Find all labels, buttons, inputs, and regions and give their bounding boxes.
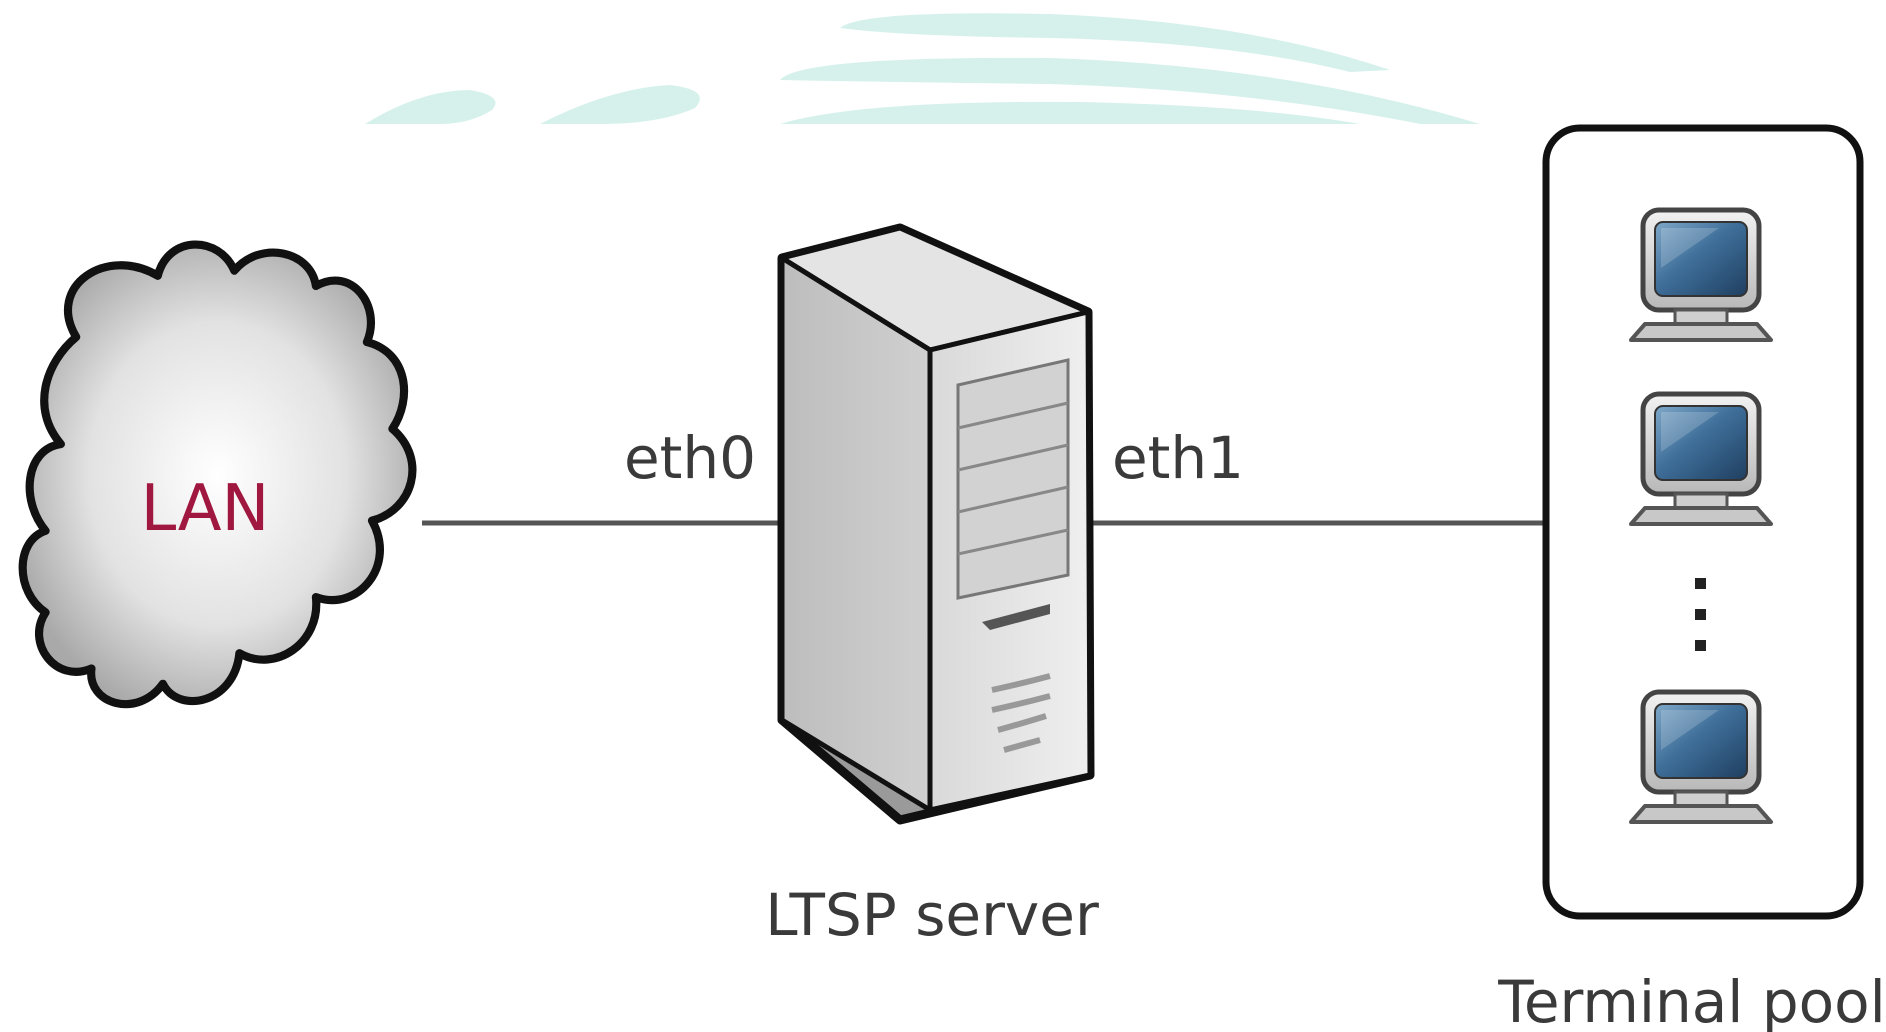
lan-label: LAN bbox=[141, 472, 270, 546]
eth1-label: eth1 bbox=[1112, 424, 1244, 492]
server-label: LTSP server bbox=[765, 881, 1099, 949]
server-tower-icon bbox=[777, 223, 1095, 825]
terminal-pool-label: Terminal pool bbox=[1497, 968, 1885, 1032]
ellipsis-dots bbox=[1695, 578, 1706, 651]
eth0-label: eth0 bbox=[624, 424, 756, 492]
cloud-icon bbox=[18, 240, 417, 709]
decorative-swooshes bbox=[365, 13, 1480, 124]
